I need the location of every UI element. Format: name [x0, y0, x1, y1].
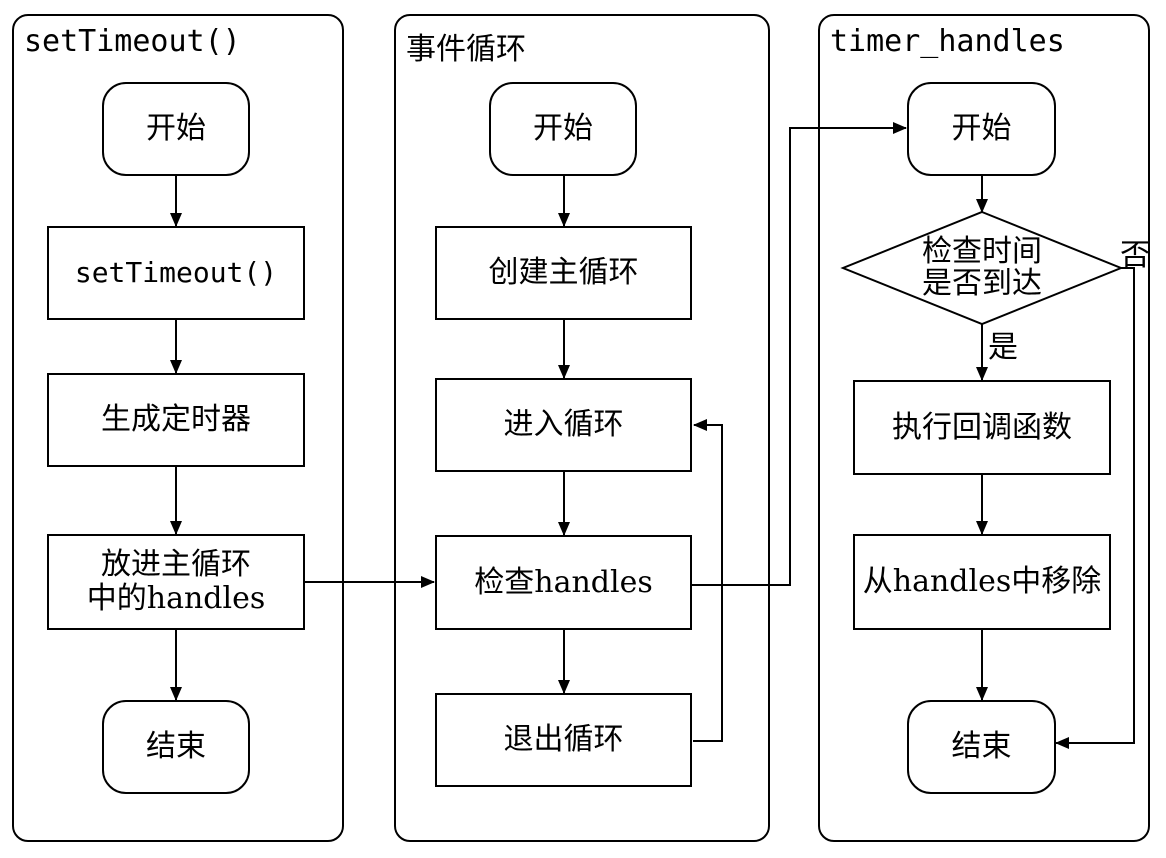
decision-label-box: 检查时间 是否到达 [892, 232, 1072, 304]
edge-label-yes: 是 [988, 330, 1018, 365]
right-end-label: 结束 [951, 729, 1012, 764]
generate-timer-label: 生成定时器 [101, 402, 251, 437]
lane-title-settimeout: setTimeout() [24, 24, 241, 59]
lane-title-timer-handles: timer_handles [830, 24, 1065, 59]
edge-label-no: 否 [1120, 238, 1150, 273]
create-main-loop-label: 创建主循环 [488, 255, 639, 290]
left-end-label: 结束 [146, 729, 206, 764]
right-start-label: 开始 [951, 111, 1012, 146]
remove-from-handles-node: 从handles中移除 [853, 534, 1111, 630]
edge-decision-no-to-end [1055, 267, 1135, 749]
left-end-node: 结束 [102, 700, 250, 794]
edge-exit-loop-back [693, 419, 723, 742]
right-end-node: 结束 [907, 700, 1056, 794]
left-start-node: 开始 [102, 82, 250, 176]
execute-callback-node: 执行回调函数 [853, 380, 1111, 475]
generate-timer-node: 生成定时器 [47, 373, 305, 467]
check-handles-node: 检查handles [435, 535, 692, 630]
execute-callback-label: 执行回调函数 [892, 409, 1072, 445]
put-into-handles-node: 放进主循环 中的handles [47, 534, 305, 630]
check-handles-label: 检查handles [474, 564, 653, 600]
edge-check-to-timer-start [692, 122, 907, 586]
mid-start-node: 开始 [489, 82, 637, 176]
create-main-loop-node: 创建主循环 [435, 226, 692, 320]
left-start-label: 开始 [146, 111, 206, 146]
exit-loop-label: 退出循环 [503, 722, 624, 757]
remove-from-handles-label: 从handles中移除 [862, 564, 1102, 599]
put-into-handles-label: 放进主循环 中的handles [86, 547, 266, 616]
settimeout-call-node: setTimeout() [47, 226, 305, 320]
lane-title-event-loop: 事件循环 [406, 32, 526, 67]
decision-diamond-shape [840, 210, 1124, 326]
enter-loop-node: 进入循环 [435, 378, 692, 472]
decision-label: 检查时间 是否到达 [922, 234, 1042, 301]
exit-loop-node: 退出循环 [435, 693, 692, 787]
enter-loop-label: 进入循环 [503, 407, 624, 442]
right-start-node: 开始 [907, 82, 1056, 176]
mid-start-label: 开始 [533, 111, 593, 146]
settimeout-call-label: setTimeout() [74, 256, 278, 289]
